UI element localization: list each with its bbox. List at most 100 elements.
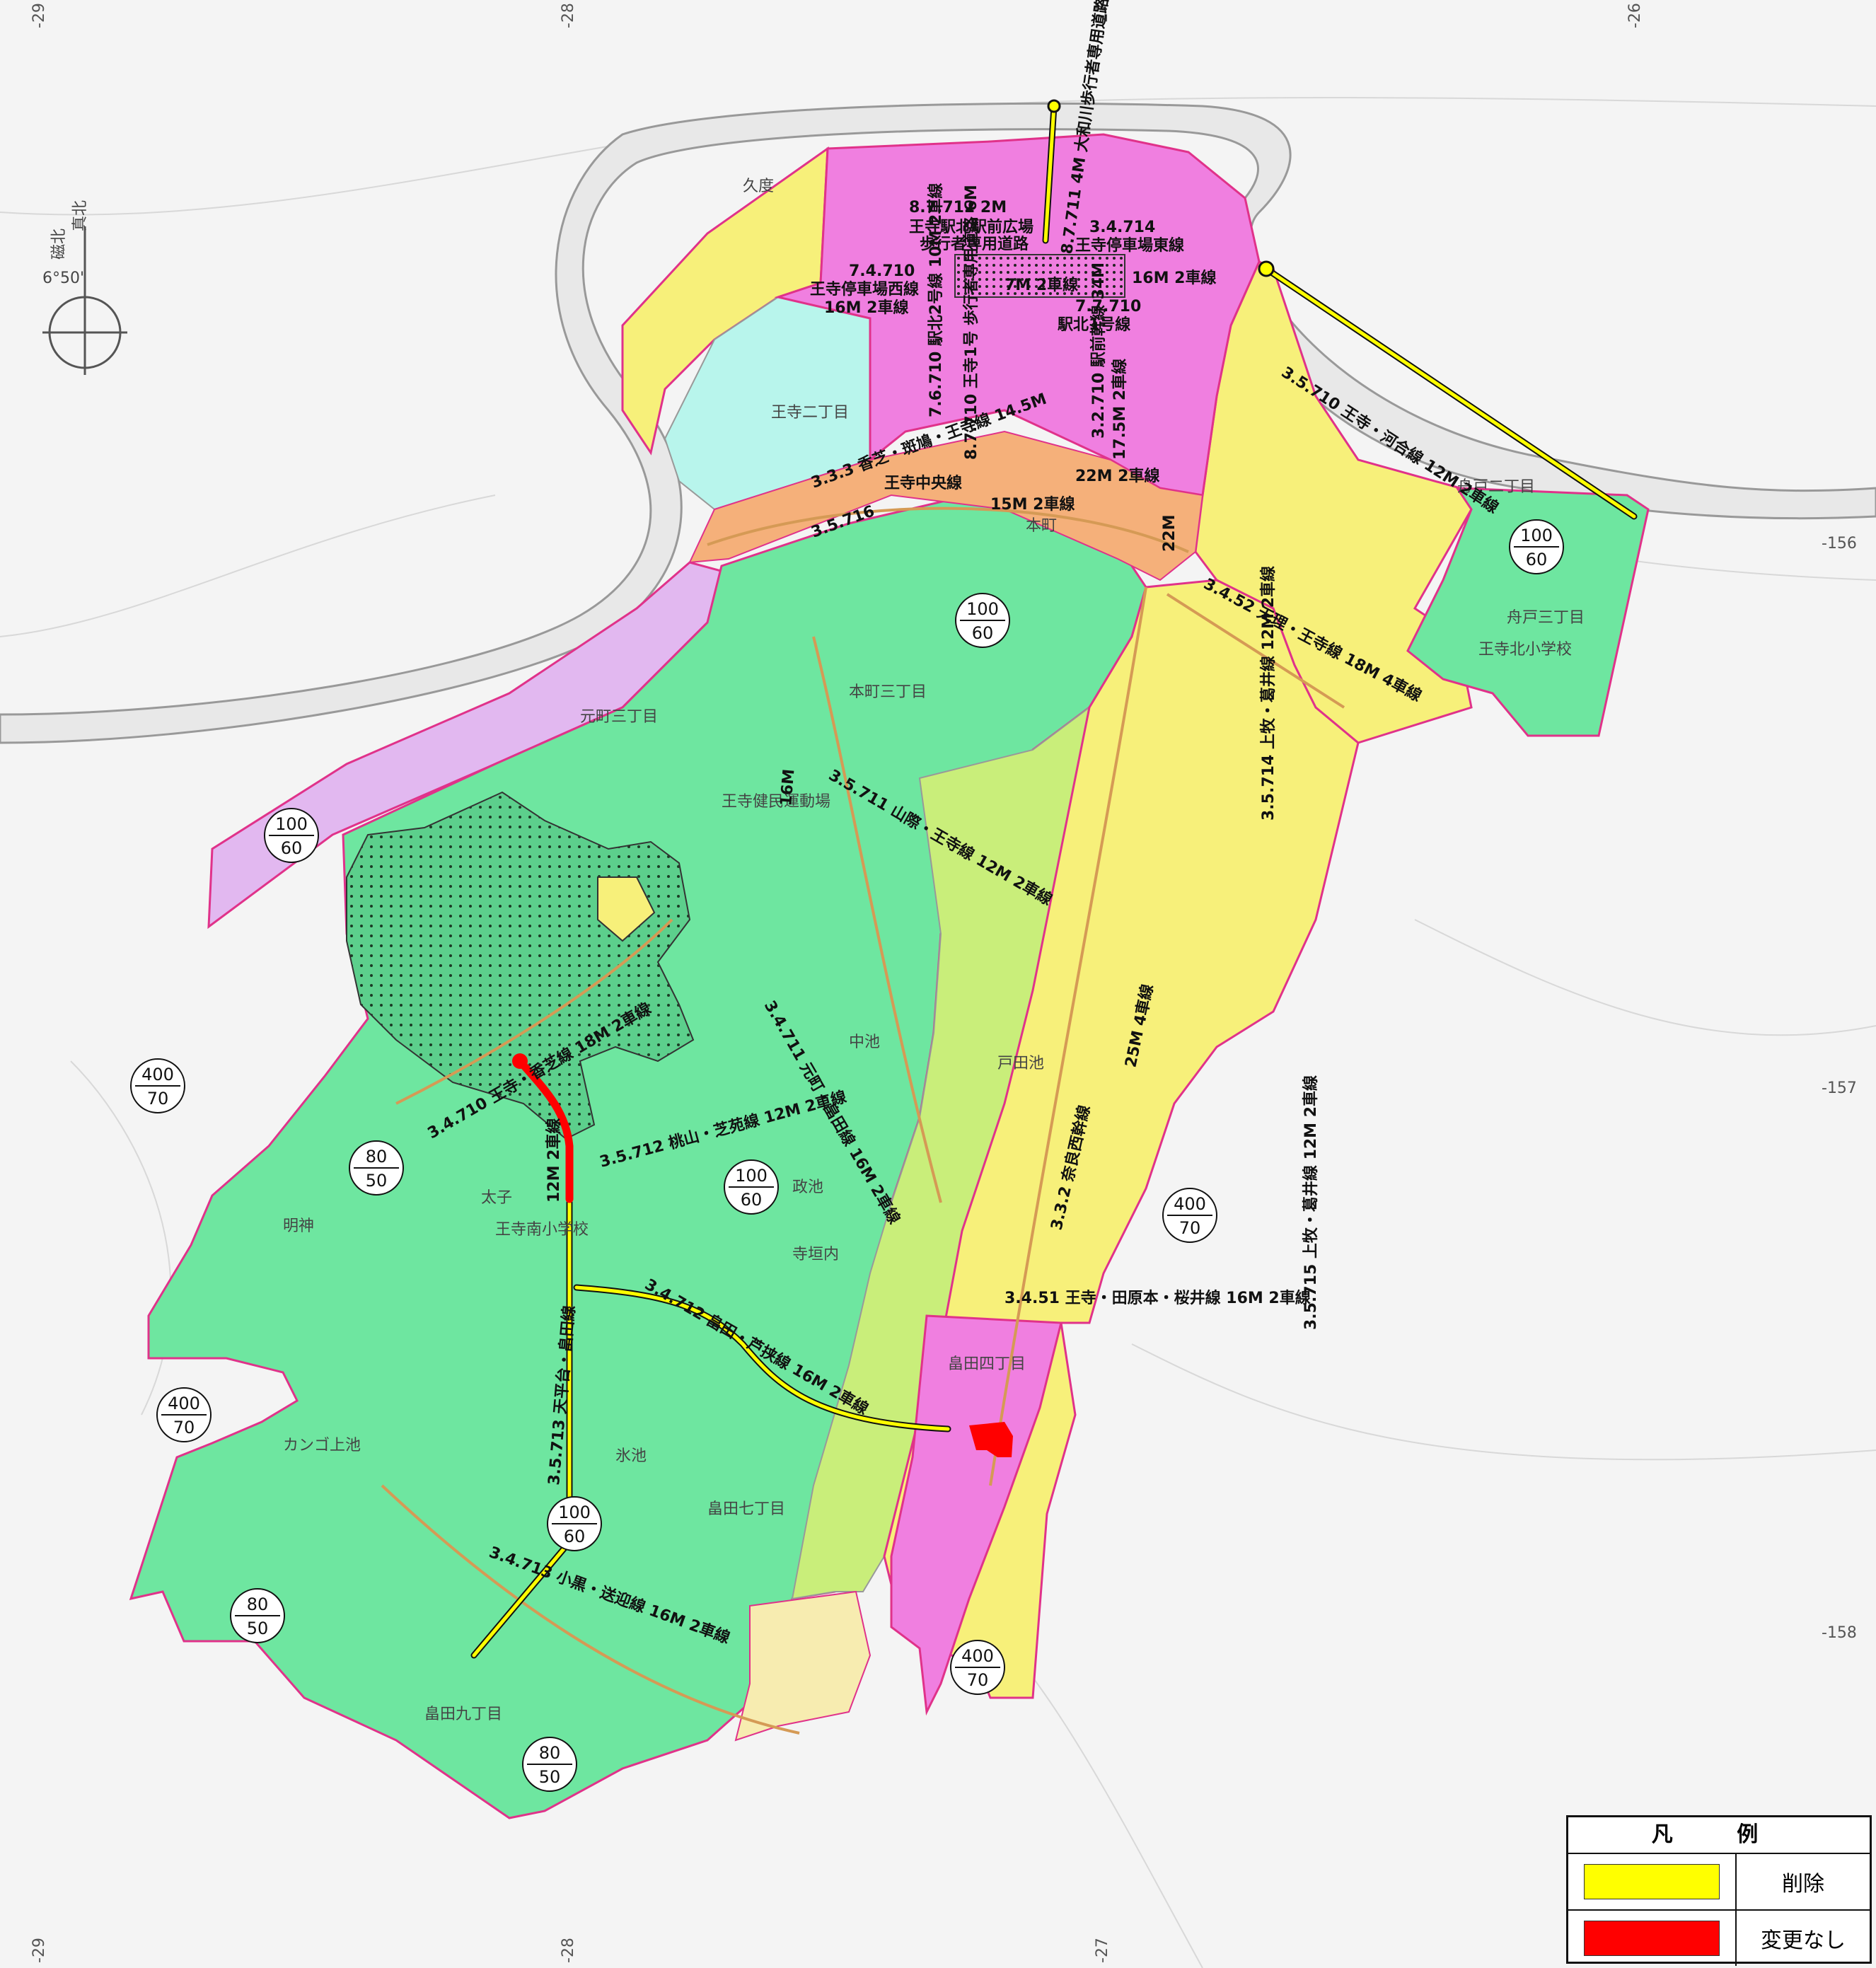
zone-bottom: 60 [281, 838, 303, 858]
zone-bottom: 60 [972, 623, 994, 643]
road-label: 15M 2車線 [990, 495, 1075, 514]
district-label: 久度 [743, 178, 774, 195]
zone-green-east [1406, 487, 1650, 737]
road-label: 22M 2車線 [1075, 467, 1159, 485]
road-label: 7.7.710 [1075, 298, 1141, 316]
grid-label-top: -27 [1094, 3, 1111, 28]
zone-top: 400 [1174, 1194, 1206, 1214]
grid-label-top: -28 [560, 3, 577, 28]
district-label: 王寺健民運動場 [722, 793, 830, 811]
grid-label-bottom: -28 [560, 1938, 577, 1963]
road-network [381, 507, 1345, 1735]
zone-indicator: 80 50 [349, 1140, 404, 1196]
zone-bottom: 70 [173, 1418, 195, 1437]
legend-swatch-cell [1568, 1911, 1737, 1966]
unchanged-road-endpoint [512, 1053, 528, 1069]
road-label: 3.4.51 王寺・田原本・桜井線 16M 2車線 [1004, 1289, 1311, 1307]
district-label: 寺垣内 [792, 1246, 839, 1263]
zone-indicator: 100 60 [547, 1496, 602, 1551]
district-label: 王寺北小学校 [1478, 641, 1572, 659]
road-label: 3.5.714 上牧・葛井線 12M 2車線 [1259, 566, 1278, 821]
zone-top: 100 [558, 1503, 591, 1522]
grid-bottom: -29 -28 -27 [30, 1938, 1111, 1963]
zone-indicator: 400 70 [1162, 1188, 1217, 1243]
road-label: 16M [777, 768, 798, 806]
zone-pink-south [890, 1314, 1063, 1716]
zone-indicator: 400 70 [130, 1058, 185, 1113]
road-label: 7M 2車線 [1004, 276, 1078, 294]
road-label: 22M [1161, 514, 1179, 552]
zone-bottom: 60 [741, 1190, 763, 1210]
grid-label-top: -26 [1626, 3, 1644, 28]
zone-top: 100 [275, 814, 308, 834]
district-label: 戸田池 [997, 1055, 1044, 1072]
grid-label-top: -29 [30, 3, 48, 28]
zone-orange-corridor [688, 430, 1204, 581]
road-label: 王寺停車場東線 [1075, 236, 1184, 255]
zone-top: 100 [1520, 526, 1553, 545]
zone-indicator: 400 70 [950, 1640, 1005, 1695]
zone-bottom: 70 [967, 1670, 989, 1690]
legend-swatch-cell [1568, 1854, 1737, 1909]
zone-top: 100 [735, 1166, 768, 1186]
grid-label-bottom: -29 [30, 1938, 48, 1963]
road-label: 12M 2車線 [545, 1118, 563, 1203]
legend-label-deleted: 削除 [1782, 1872, 1824, 1897]
road-label: 8.7.710 王寺1号 歩行者専用道路 6M [962, 185, 980, 460]
zone-cream [734, 1590, 872, 1742]
district-label: 氷池 [615, 1447, 647, 1465]
zone-bottom: 60 [564, 1527, 586, 1546]
zone-bottom: 60 [1526, 550, 1548, 569]
road-label: 3.2.710 駅前幹線 34M [1089, 262, 1108, 439]
zone-dotted-yellow [597, 876, 656, 942]
district-label: カンゴ上池 [283, 1437, 361, 1454]
road-label: 3.4.714 [1089, 219, 1155, 236]
zone-indicator: 100 60 [1509, 519, 1564, 574]
road-label: 王寺中央線 [884, 474, 962, 492]
compass-label-true-north: 真北 [71, 200, 89, 231]
zone-bottom: 50 [366, 1171, 388, 1191]
zone-bottom: 50 [539, 1767, 561, 1787]
grid-label-right: -158 [1822, 1624, 1857, 1642]
district-label: 太子 [481, 1189, 512, 1207]
road-label: 王寺停車場西線 [810, 280, 919, 299]
zone-indicator: 400 70 [156, 1387, 212, 1442]
district-label: 明神 [283, 1217, 314, 1235]
zone-top: 400 [141, 1065, 174, 1084]
district-label: 政池 [792, 1179, 823, 1196]
zone-indicator: 100 60 [955, 593, 1010, 648]
compass-declination: 6°50' [42, 270, 84, 287]
grid-top: -29 -28 -27 -26 [30, 3, 1644, 28]
road-label: 歩行者専用道路 [920, 235, 1029, 253]
zone-top: 80 [539, 1743, 561, 1763]
zone-bottom: 70 [147, 1089, 169, 1109]
grid-label-right: -157 [1822, 1079, 1857, 1097]
district-label: 舟戸二丁目 [1457, 478, 1535, 496]
district-label: 畠田七丁目 [707, 1500, 785, 1518]
road-label: 16M 2車線 [824, 299, 908, 317]
road-label: 7.6.710 駅北2号線 10M 2車線 [927, 183, 945, 417]
grid-label-right: -156 [1822, 535, 1857, 552]
zone-indicator: 80 50 [522, 1737, 577, 1792]
district-label: 舟戸三丁目 [1507, 609, 1585, 627]
unchanged-area [969, 1422, 1013, 1457]
legend-swatch-deleted [1584, 1864, 1720, 1899]
district-label: 元町三丁目 [580, 708, 658, 726]
road-label: 17.5M 2車線 [1111, 359, 1129, 460]
legend-swatch-unchanged [1584, 1921, 1720, 1956]
road-label: 7.4.710 [849, 262, 915, 280]
legend: 凡 例 削除 変更なし [1566, 1815, 1872, 1966]
zone-bottom: 50 [247, 1619, 269, 1638]
deleted-road-endpoint [1047, 99, 1061, 113]
compass-label-magnetic-north: 磁北 [50, 228, 68, 260]
district-label: 畠田九丁目 [424, 1706, 502, 1723]
zone-indicators: 100 60 100 60 100 60 400 70 80 50 [130, 519, 1564, 1792]
road-label: 3.5.715 上牧・葛井線 12M 2車線 [1302, 1075, 1320, 1330]
road-label: 駅北1号線 [1058, 316, 1130, 334]
district-label: 王寺南小学校 [495, 1221, 589, 1239]
zone-bottom: 70 [1179, 1218, 1201, 1238]
deleted-road-endpoint [1258, 260, 1275, 277]
legend-label-unchanged: 変更なし [1761, 1928, 1846, 1953]
